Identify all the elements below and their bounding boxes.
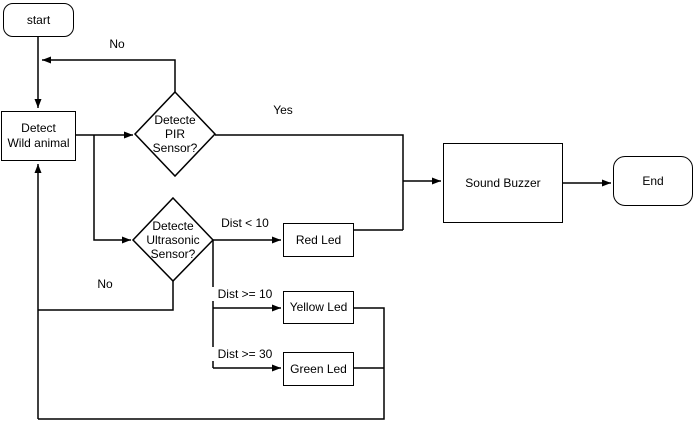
node-pir-label-line3: Sensor? bbox=[152, 141, 198, 155]
edge-ultrasonic-no-feedback bbox=[38, 281, 174, 311]
node-detect-wild-animal: Detect Wild animal bbox=[1, 111, 76, 161]
node-yellow-led-label: Yellow Led bbox=[289, 300, 348, 314]
node-pir-label-line1: Detecte bbox=[154, 113, 196, 127]
edge-detect-to-ultrasonic bbox=[93, 135, 131, 244]
pir-decision-diamond bbox=[133, 90, 217, 178]
node-start: start bbox=[3, 3, 74, 37]
edge-label-pir-yes: Yes bbox=[264, 103, 302, 117]
node-end: End bbox=[613, 156, 693, 206]
node-ultrasonic-label-line2: Ultrasonic bbox=[146, 232, 200, 247]
node-start-label: start bbox=[26, 12, 51, 27]
node-sound-buzzer: Sound Buzzer bbox=[443, 143, 563, 223]
node-green-led: Green Led bbox=[283, 352, 354, 386]
edge-pir-yes-to-junction bbox=[215, 134, 404, 230]
edge-label-ultrasonic-no: No bbox=[86, 277, 124, 291]
node-red-led: Red Led bbox=[283, 223, 354, 257]
node-detect-label-line2: Wild animal bbox=[7, 136, 70, 150]
node-sound-buzzer-label: Sound Buzzer bbox=[465, 175, 541, 190]
edge-label-dist-lt-10: Dist < 10 bbox=[208, 216, 282, 230]
node-ultrasonic-sensor-decision: Detecte Ultrasonic Sensor? bbox=[133, 198, 213, 281]
node-red-led-label: Red Led bbox=[295, 232, 342, 247]
node-green-led-label: Green Led bbox=[290, 361, 347, 376]
node-ultrasonic-label-line1: Detecte bbox=[152, 218, 194, 233]
edge-label-dist-ge-10: Dist >= 10 bbox=[208, 287, 282, 301]
edge-yellow-led-return bbox=[38, 307, 385, 420]
node-end-label: End bbox=[642, 173, 664, 188]
node-ultrasonic-label-line3: Sensor? bbox=[150, 246, 196, 261]
node-detect-label-line1: Detect bbox=[21, 121, 56, 135]
node-pir-label-line2: PIR bbox=[164, 127, 185, 141]
edge-pir-no-feedback bbox=[42, 56, 176, 92]
node-pir-sensor-decision: Detecte PIR Sensor? bbox=[135, 92, 215, 176]
edge-label-dist-ge-30: Dist >= 30 bbox=[208, 347, 282, 361]
ultrasonic-decision-diamond bbox=[131, 196, 215, 283]
edge-label-pir-no: No bbox=[98, 37, 136, 51]
node-yellow-led: Yellow Led bbox=[283, 291, 354, 324]
